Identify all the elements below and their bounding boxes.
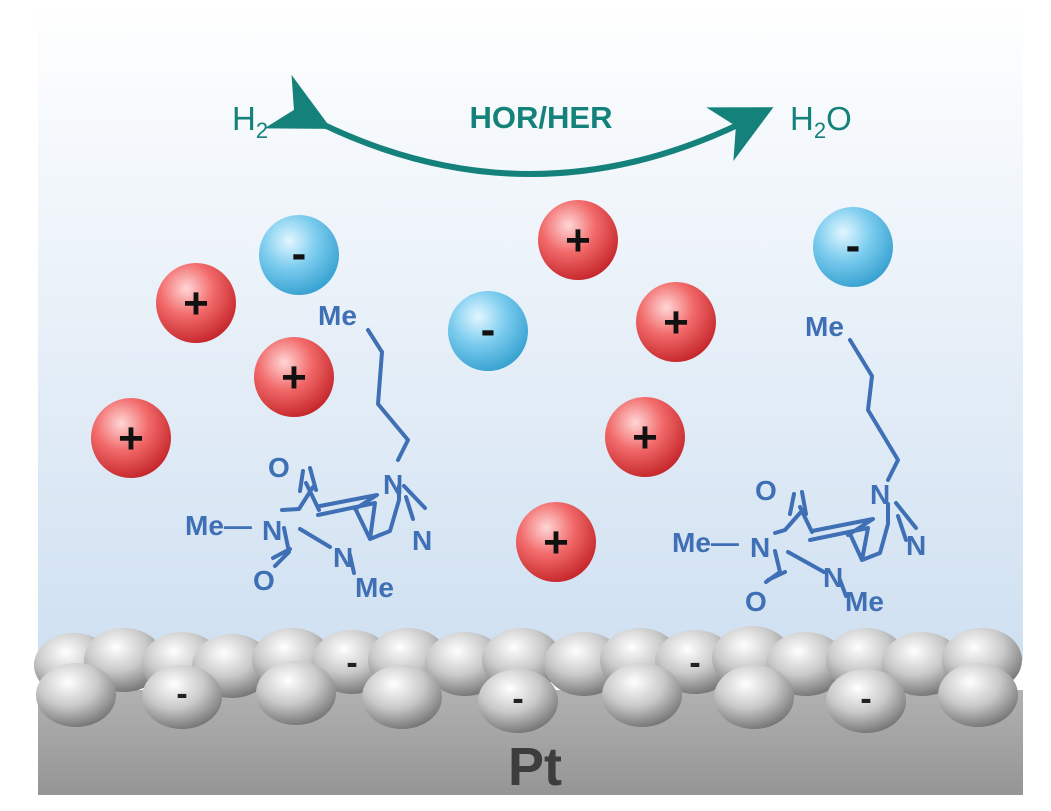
cation-ion: + [516, 502, 596, 582]
adsorbed-anion-sign: - [689, 644, 700, 682]
svg-text:+: + [281, 353, 307, 402]
adsorbed-anion-sign: - [512, 680, 523, 718]
svg-text:-: - [481, 305, 496, 354]
svg-text:+: + [543, 518, 569, 567]
adsorbed-anion-sign: - [346, 644, 357, 682]
svg-text:N: N [823, 562, 843, 593]
svg-text:N: N [412, 525, 432, 556]
svg-text:Me: Me [318, 300, 357, 331]
anion-ion: - [448, 291, 528, 371]
svg-text:N: N [750, 532, 770, 563]
double-headed-arrow-icon [264, 74, 774, 177]
svg-text:N: N [262, 515, 282, 546]
svg-text:+: + [663, 298, 689, 347]
svg-text:N: N [906, 530, 926, 561]
svg-text:+: + [118, 414, 144, 463]
svg-text:Me: Me [845, 586, 884, 617]
adsorbed-anion-sign: - [860, 680, 871, 718]
cation-ion: + [636, 282, 716, 362]
svg-text:N: N [333, 542, 353, 573]
cation-ion: + [254, 337, 334, 417]
svg-text:+: + [632, 413, 658, 462]
xanthine-molecule-left: Me N N O Me— N O N Me [185, 300, 432, 603]
reaction-label: HOR/HER [470, 100, 613, 135]
pt-atoms-front-row [36, 661, 1018, 733]
svg-text:O: O [745, 586, 767, 617]
svg-text:N: N [383, 469, 403, 500]
product-h2o: H2O [790, 100, 852, 143]
svg-text:O: O [755, 475, 777, 506]
svg-text:+: + [565, 216, 591, 265]
svg-text:+: + [183, 279, 209, 328]
adsorbed-anion-sign: - [176, 675, 187, 713]
anion-ion: - [259, 215, 339, 295]
cation-ion: + [156, 263, 236, 343]
svg-text:O: O [253, 565, 275, 596]
pt-label: Pt [508, 737, 562, 797]
anion-ion: - [813, 207, 893, 287]
svg-text:Me—: Me— [672, 527, 739, 558]
svg-text:-: - [292, 229, 307, 278]
svg-text:Me: Me [355, 572, 394, 603]
svg-text:N: N [870, 479, 890, 510]
svg-text:-: - [846, 221, 861, 270]
cation-ion: + [605, 397, 685, 477]
cation-ion: + [91, 398, 171, 478]
xanthine-molecule-right: Me N N O Me— N O N Me [672, 311, 926, 617]
cation-ion: + [538, 200, 618, 280]
svg-text:Me: Me [805, 311, 844, 342]
svg-text:O: O [268, 452, 290, 483]
svg-text:Me—: Me— [185, 510, 252, 541]
